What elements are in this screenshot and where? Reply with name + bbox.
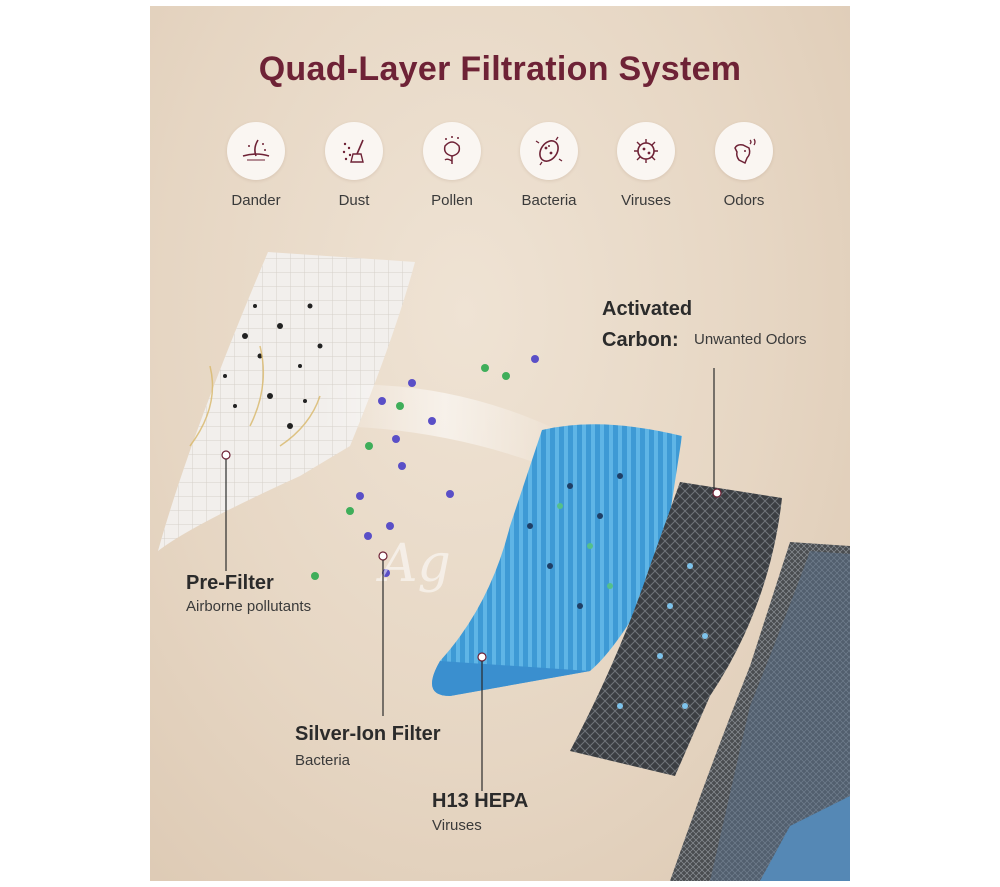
category-label: Odors — [723, 192, 765, 209]
category-label: Bacteria — [521, 192, 577, 209]
category-label: Pollen — [431, 192, 473, 209]
dust-icon — [325, 122, 383, 180]
silver-ion-symbol: Ag — [376, 534, 451, 594]
pre-filter-sheet — [158, 252, 415, 571]
carbon-desc: Unwanted Odors — [694, 331, 807, 348]
category-label: Dust — [338, 192, 370, 209]
carbon-name-line2: Carbon: — [602, 329, 679, 351]
category-pollen: Pollen — [407, 122, 497, 209]
category-dander: Dander — [211, 122, 301, 209]
hepa-desc: Viruses — [432, 817, 482, 834]
odor-icon — [715, 122, 773, 180]
pollen-icon — [423, 122, 481, 180]
air-stream: Ag — [311, 355, 570, 716]
carbon-filter — [570, 368, 782, 776]
filter-layers-illustration: Ag — [158, 252, 850, 881]
category-label: Viruses — [621, 192, 671, 209]
pre-filter-desc: Airborne pollutants — [186, 598, 312, 615]
category-dust: Dust — [309, 122, 399, 209]
pre-filter-name: Pre-Filter — [186, 572, 274, 594]
silver-ion-desc: Bacteria — [295, 752, 351, 769]
virus-icon — [617, 122, 675, 180]
carbon-name-line1: Activated — [602, 298, 693, 320]
category-bacteria: Bacteria — [504, 122, 594, 209]
hepa-name: H13 HEPA — [432, 790, 529, 812]
dander-icon — [227, 122, 285, 180]
outer-housing — [670, 542, 850, 881]
category-label: Dander — [231, 192, 281, 209]
silver-ion-name: Silver-Ion Filter — [295, 723, 441, 745]
filtration-infographic: Quad-Layer Filtration System Dander Dust — [150, 6, 850, 881]
category-odors: Odors — [699, 122, 789, 209]
bacteria-icon — [520, 122, 578, 180]
hepa-filter — [432, 424, 682, 791]
page-title: Quad-Layer Filtration System — [258, 50, 742, 88]
category-viruses: Viruses — [601, 122, 691, 209]
